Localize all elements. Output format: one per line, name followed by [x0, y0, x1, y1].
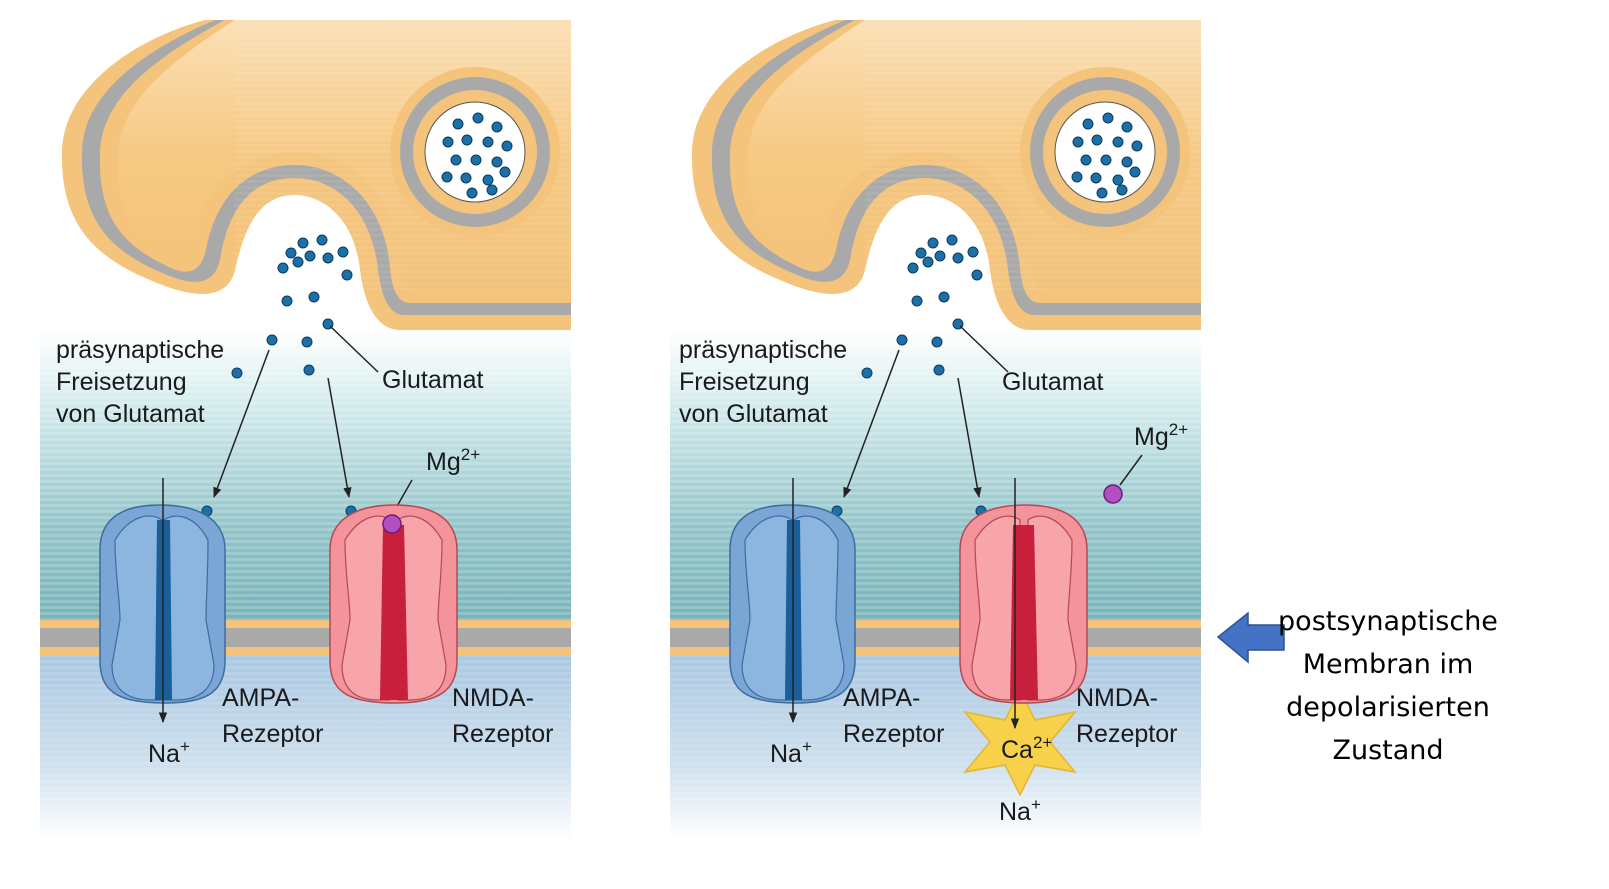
membrane-pointer-arrow [1216, 611, 1285, 664]
nmda-label-line-1: NMDA- [1076, 684, 1158, 712]
glutamate-label: Glutamat [1002, 368, 1103, 396]
release-label-line-3: von Glutamat [56, 400, 205, 428]
ampa-label-line-1: AMPA- [222, 684, 299, 712]
nmda-label-line-2: Rezeptor [452, 720, 553, 748]
glutamate-label: Glutamat [382, 366, 483, 394]
na-label: Na+ [148, 737, 190, 768]
na-label: Na+ [770, 737, 812, 768]
panel-depolarized: präsynaptische Freisetzung von Glutamat … [670, 20, 1201, 840]
nmda-label-line-2: Rezeptor [1076, 720, 1177, 748]
annotation-line-3: depolarisierten [1286, 692, 1490, 723]
ampa-receptor [729, 478, 856, 724]
ca-label: Ca2+ [1001, 733, 1052, 764]
nmda-label-line-1: NMDA- [452, 684, 534, 712]
release-label-line-2: Freisetzung [679, 368, 810, 396]
nmda-receptor [959, 478, 1088, 730]
presynaptic-terminal [61, 20, 572, 330]
magnesium-ion [382, 514, 402, 534]
ampa-label-line-2: Rezeptor [222, 720, 323, 748]
panel-resting: präsynaptische Freisetzung von Glutamat … [40, 20, 572, 840]
annotation-line-4: Zustand [1332, 735, 1444, 766]
binding-arrows [843, 325, 1143, 499]
synaptic-vesicle [390, 67, 560, 237]
annotation-line-2: Membran im [1302, 649, 1474, 680]
ampa-label-line-2: Rezeptor [843, 720, 944, 748]
calcium-influx-star [963, 688, 1077, 797]
ampa-label-line-1: AMPA- [843, 684, 920, 712]
ampa-receptor [99, 478, 226, 724]
release-label-line-1: präsynaptische [679, 336, 847, 364]
release-label-line-2: Freisetzung [56, 368, 187, 396]
magnesium-ion [1103, 484, 1123, 504]
release-label-line-1: präsynaptische [56, 336, 224, 364]
membrane-annotation: postsynaptische Membran im depolarisiert… [1268, 600, 1508, 772]
nmda-receptor [329, 504, 458, 704]
glutamate-molecules [831, 112, 1143, 517]
na-label-nmda: Na+ [999, 795, 1041, 826]
annotation-line-1: postsynaptische [1278, 606, 1498, 637]
release-label-line-3: von Glutamat [679, 400, 828, 428]
mg-label: Mg2+ [426, 445, 480, 476]
synaptic-vesicle [1020, 67, 1190, 237]
mg-label: Mg2+ [1134, 420, 1188, 451]
presynaptic-terminal [691, 20, 1201, 797]
